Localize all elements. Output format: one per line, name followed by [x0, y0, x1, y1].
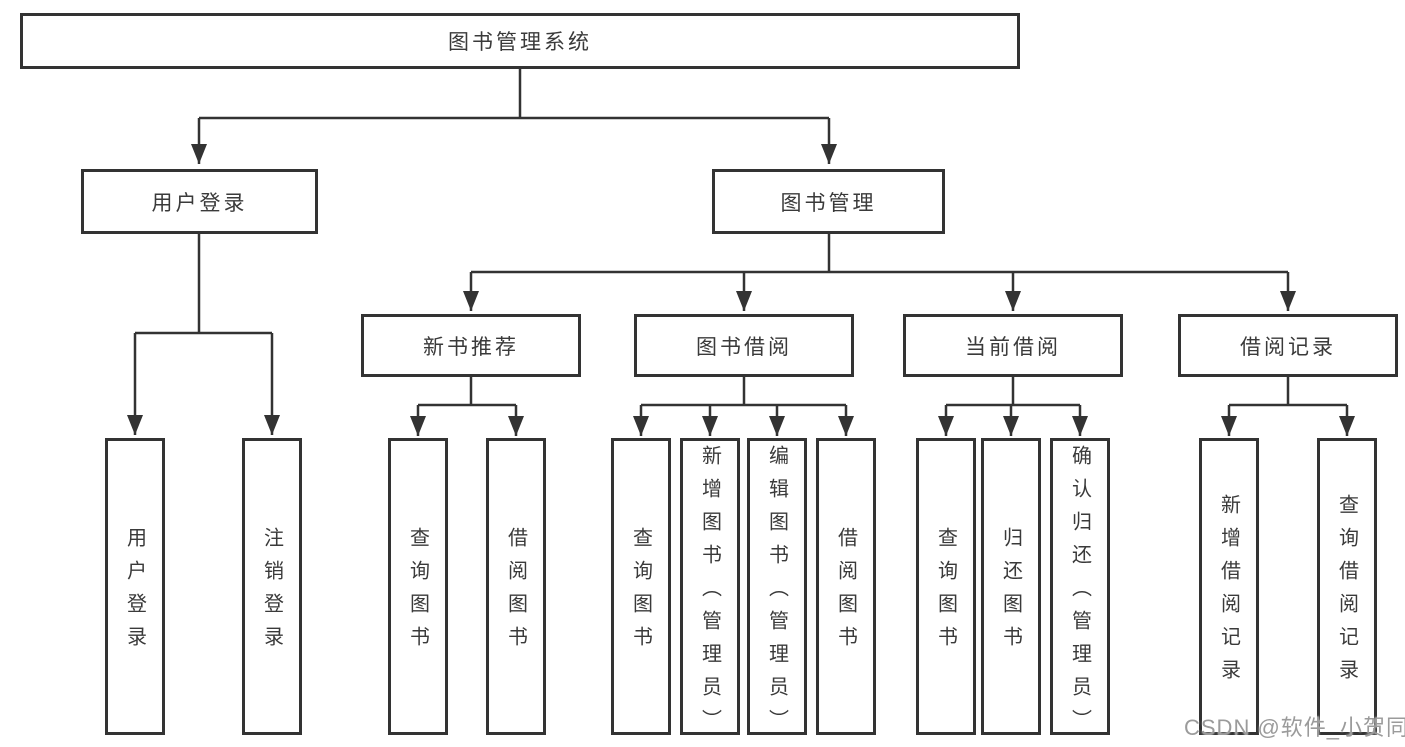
leaf-query-borrow-record: 查询借阅记录 [1317, 438, 1377, 735]
leaf-query-books-1: 查询图书 [388, 438, 448, 735]
node-label: 注销登录 [260, 527, 283, 659]
leaf-borrow-books-1: 借阅图书 [486, 438, 546, 735]
node-label: 图书管理 [780, 191, 877, 215]
node-new-book-recommendation: 新书推荐 [361, 314, 581, 377]
node-label: 图书借阅 [696, 335, 792, 359]
leaf-return-book: 归还图书 [981, 438, 1041, 735]
leaf-add-book-admin: 新增图书（管理员） [680, 438, 740, 742]
node-label: 借阅图书 [834, 527, 857, 659]
node-label: 归还图书 [999, 527, 1022, 659]
leaf-query-books-2: 查询图书 [611, 438, 671, 735]
node-user-login: 用户登录 [81, 169, 318, 234]
node-label: 借阅记录 [1240, 335, 1336, 359]
node-label: 查询图书 [629, 527, 652, 659]
leaf-add-borrow-record: 新增借阅记录 [1199, 438, 1259, 735]
node-borrowing-records: 借阅记录 [1178, 314, 1398, 377]
leaf-borrow-books-2: 借阅图书 [816, 438, 876, 735]
node-root: 图书管理系统 [20, 13, 1020, 69]
node-label: 图书管理系统 [448, 31, 592, 54]
node-book-management: 图书管理 [712, 169, 945, 234]
node-label: 新增图书（管理员） [698, 444, 721, 742]
node-label: 新书推荐 [423, 335, 519, 359]
node-label: 查询图书 [406, 527, 429, 659]
node-current-borrowing: 当前借阅 [903, 314, 1123, 377]
node-label: 编辑图书（管理员） [765, 444, 788, 742]
node-label: 确认归还（管理员） [1068, 444, 1091, 742]
leaf-query-books-3: 查询图书 [916, 438, 976, 735]
leaf-logout: 注销登录 [242, 438, 302, 735]
leaf-edit-book-admin: 编辑图书（管理员） [747, 438, 807, 742]
node-label: 借阅图书 [504, 527, 527, 659]
node-label: 查询图书 [934, 527, 957, 659]
node-book-borrowing: 图书借阅 [634, 314, 854, 377]
node-label: 用户登录 [151, 191, 248, 215]
leaf-user-login: 用户登录 [105, 438, 165, 735]
node-label: 查询借阅记录 [1335, 494, 1358, 692]
node-label: 当前借阅 [965, 335, 1061, 359]
node-label: 用户登录 [123, 527, 146, 659]
watermark-text: CSDN @软件_小贺同学 [1184, 715, 1405, 740]
node-label: 新增借阅记录 [1217, 494, 1240, 692]
leaf-confirm-return-admin: 确认归还（管理员） [1050, 438, 1110, 742]
